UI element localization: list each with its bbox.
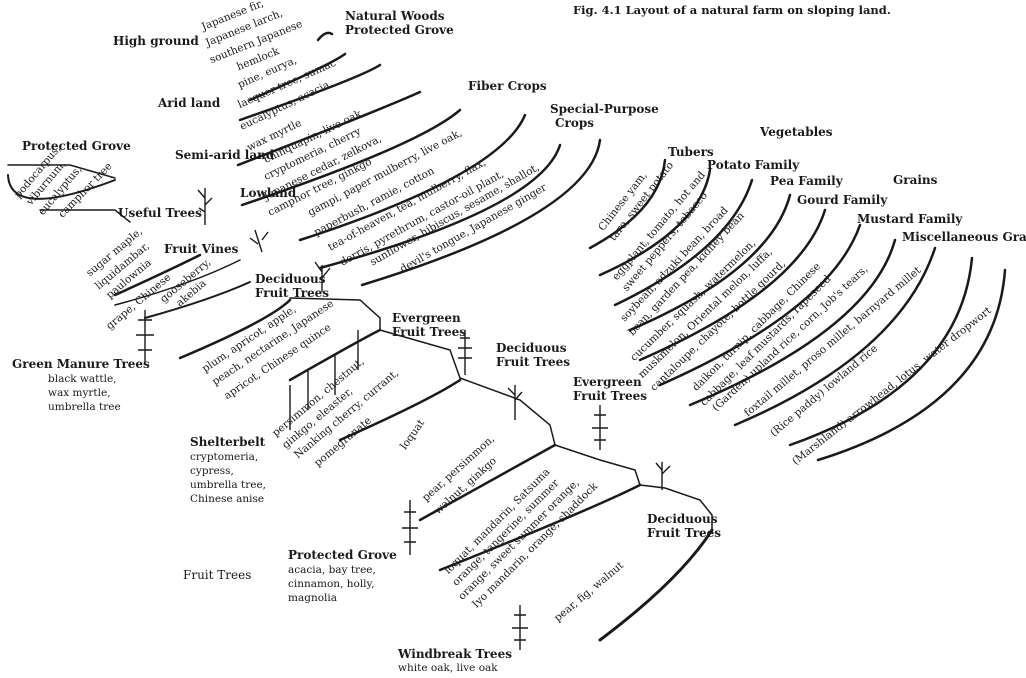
tree-icon-shelterbelt (289, 330, 359, 430)
left-terrace-6 (178, 298, 292, 360)
windbreak-item: white oak, live oak (398, 662, 498, 674)
orchard-step-2 (379, 329, 461, 379)
left-terrace-3 (113, 253, 202, 297)
header-fruit-vines: Fruit Vines (164, 242, 239, 256)
veg-terrace-8 (733, 246, 937, 427)
label-fruit-trees: Fruit Trees (183, 568, 252, 582)
header-deciduous-3a: Deciduous (647, 512, 718, 526)
shelterbelt-item: umbrella tree, (190, 479, 266, 491)
header-vegetables: Vegetables (760, 125, 833, 139)
veg-terrace-5 (638, 208, 827, 362)
tree-icon-deciduous-1 (314, 261, 331, 292)
left-terrace-1 (7, 174, 116, 200)
header-misc-grains: Miscellaneous Grains (902, 230, 1026, 244)
header-deciduous-3b: Fruit Trees (647, 526, 722, 540)
tree-icon-deciduous-3 (655, 462, 671, 490)
orchard-step-3-face (418, 443, 557, 522)
upper-terrace-5 (240, 108, 462, 207)
upper-terrace-1 (316, 31, 334, 42)
green-manure-item: black wattle, (48, 373, 117, 385)
veg-terrace-9 (788, 256, 974, 447)
orchard-step-3 (459, 377, 556, 446)
tree-icon-green-manure (136, 310, 154, 365)
upper-terrace-6 (298, 113, 527, 242)
orchard-step-4 (554, 444, 641, 486)
orchard-step-5 (639, 484, 713, 531)
tree-icon-protected-grove (402, 500, 418, 555)
protected-grove-lower-item: cinnamon, holly, (288, 578, 375, 590)
header-useful-trees: Useful Trees (118, 206, 202, 220)
header-tubers: Tubers (668, 145, 714, 159)
green-manure-item: wax myrtle, (48, 387, 111, 399)
left-terrace-5 (144, 281, 251, 319)
tree-icon-windbreak (512, 605, 528, 650)
zone-high-ground: High ground (113, 34, 199, 48)
header-protected-grove-top: Protected Grove (345, 23, 454, 37)
veg-terrace-4 (628, 193, 792, 332)
header-special-purpose-2: Crops (555, 116, 595, 130)
header-windbreak-trees: Windbreak Trees (398, 647, 512, 661)
header-fiber-crops: Fiber Crops (468, 79, 547, 93)
veg-terrace-3 (613, 178, 754, 307)
protected-grove-lower-item: magnolia (288, 592, 337, 604)
shelterbelt-item: cypress, (190, 465, 234, 477)
upper-terrace-7 (318, 143, 562, 270)
veg-terrace-7 (688, 238, 897, 407)
header-deciduous-1a: Deciduous (255, 272, 326, 286)
upper-terrace-4 (236, 90, 422, 167)
header-shelterbelt: Shelterbelt (190, 435, 266, 449)
orchard-step-1 (289, 297, 381, 331)
header-deciduous-2b: Fruit Trees (496, 355, 571, 369)
veg-terrace-6 (658, 223, 862, 387)
shelterbelt-item: Chinese anise (190, 493, 265, 505)
tree-icon-evergreen-2 (592, 405, 608, 450)
header-gourd-family: Gourd Family (797, 193, 888, 207)
veg-terrace-1 (588, 158, 667, 250)
header-natural-woods: Natural Woods (345, 9, 445, 23)
tree-icon-vine (249, 229, 269, 253)
upper-terrace-2 (248, 52, 347, 102)
upper-terrace-3 (238, 63, 382, 122)
zone-semi-arid-land: Semi-arid land (175, 148, 275, 162)
protected-grove-lower-item: acacia, bay tree, (288, 564, 376, 576)
left-terrace-2 (39, 209, 131, 223)
left-terrace-4 (114, 259, 241, 306)
header-evergreen-1a: Evergreen (392, 311, 461, 325)
orchard-step-5-face (598, 528, 714, 642)
veg-terrace-10 (816, 268, 1007, 462)
orchard-step-2-face (338, 378, 462, 442)
upper-terrace-8 (360, 138, 602, 287)
header-deciduous-1b: Fruit Trees (255, 286, 330, 300)
header-pea-family: Pea Family (770, 174, 843, 188)
orchard-step-4-face (438, 483, 642, 572)
zone-lowland: Lowland (240, 186, 297, 200)
header-evergreen-2a: Evergreen (573, 375, 642, 389)
header-protected-grove-left: Protected Grove (22, 139, 131, 153)
header-evergreen-1b: Fruit Trees (392, 325, 467, 339)
header-special-purpose-1: Special-Purpose (550, 102, 659, 116)
header-protected-grove-lower: Protected Grove (288, 548, 397, 562)
header-green-manure-trees: Green Manure Trees (12, 357, 150, 371)
zone-arid-land: Arid land (158, 96, 221, 110)
header-grains: Grains (893, 173, 938, 187)
header-evergreen-2b: Fruit Trees (573, 389, 648, 403)
green-manure-item: umbrella tree (48, 401, 121, 413)
veg-terrace-2 (598, 168, 712, 277)
header-deciduous-2a: Deciduous (496, 341, 567, 355)
figure-title: Fig. 4.1 Layout of a natural farm on slo… (573, 3, 891, 17)
tree-icon-useful (197, 188, 213, 225)
shelterbelt-item: cryptomeria, (190, 451, 259, 463)
left-ledge-1 (7, 164, 116, 179)
header-potato-family: Potato Family (707, 158, 800, 172)
orchard-step-1-face (288, 328, 382, 382)
header-mustard-family: Mustard Family (857, 212, 963, 226)
tree-icon-evergreen-1 (458, 330, 472, 375)
tree-icon-deciduous-2 (507, 385, 523, 420)
